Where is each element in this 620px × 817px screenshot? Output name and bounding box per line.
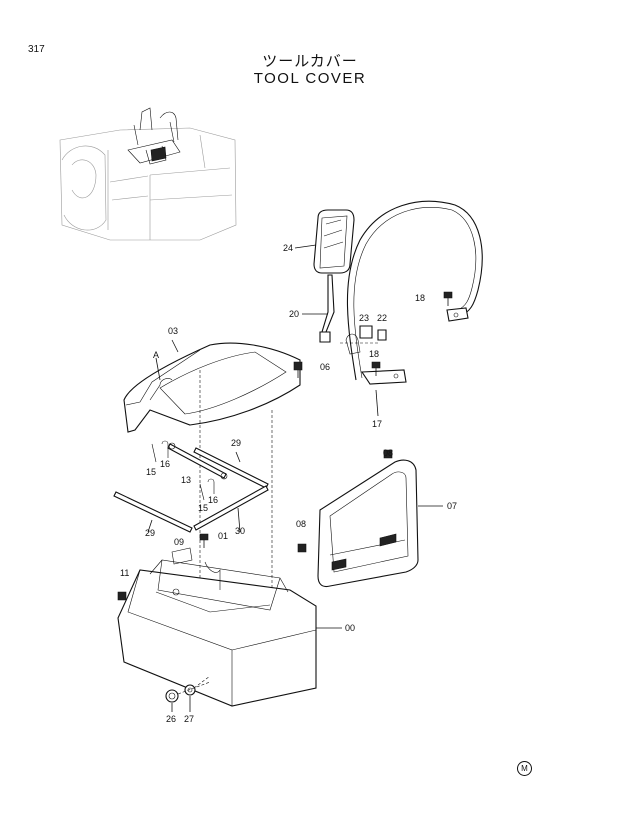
- machine-locator-sketch: [59, 107, 237, 241]
- callout-15-upper: 15: [146, 467, 156, 477]
- side-cover-07: [297, 449, 443, 588]
- callout-15-lower: 15: [198, 503, 208, 513]
- callout-13: 13: [181, 475, 191, 485]
- callout-07: 07: [447, 501, 457, 511]
- callout-16-upper: 16: [160, 459, 170, 469]
- callout-20: 20: [289, 309, 299, 319]
- callout-17: 17: [372, 419, 382, 429]
- tool-box-00: [117, 547, 342, 707]
- mirror-stay-20: [302, 274, 335, 343]
- bolts-01-11: [199, 533, 209, 548]
- seal-rails-29-30: [113, 447, 269, 533]
- corner-circle-mark: M: [517, 761, 532, 776]
- callout-18-upper: 18: [415, 293, 425, 303]
- callout-01: 01: [218, 531, 228, 541]
- callout-18-lower: 18: [369, 349, 379, 359]
- callout-09: 09: [174, 537, 184, 547]
- callout-26: 26: [166, 714, 176, 724]
- damper-13-and-pins: [151, 440, 228, 501]
- handrail-17: [340, 200, 483, 417]
- callout-29-upper: 29: [231, 438, 241, 448]
- title-japanese: ツールカバー: [262, 52, 358, 70]
- callout-06: 06: [320, 362, 330, 372]
- grommets-26-27: [165, 675, 211, 712]
- callout-00: 00: [345, 623, 355, 633]
- callout-27: 27: [184, 714, 194, 724]
- callout-23: 23: [359, 313, 369, 323]
- callout-labels: 24 20 18 23 22 18 17 03 A 06 29 15 16 13…: [120, 243, 457, 724]
- callout-22: 22: [377, 313, 387, 323]
- top-cover-03: [123, 339, 303, 640]
- callout-24: 24: [283, 243, 293, 253]
- callout-16-lower: 16: [208, 495, 218, 505]
- plate-23-and-bolts: [359, 291, 453, 376]
- callout-29-lower: 29: [145, 528, 155, 538]
- callout-11: 11: [120, 568, 129, 578]
- title-english: TOOL COVER: [253, 70, 367, 87]
- mirror-24: [294, 209, 355, 274]
- callout-30: 30: [235, 526, 245, 536]
- page-number: 317: [28, 44, 45, 55]
- callout-08-upper: 08: [383, 448, 393, 458]
- callout-A: A: [153, 350, 159, 360]
- callout-08-lower: 08: [296, 519, 306, 529]
- callout-03: 03: [168, 326, 178, 336]
